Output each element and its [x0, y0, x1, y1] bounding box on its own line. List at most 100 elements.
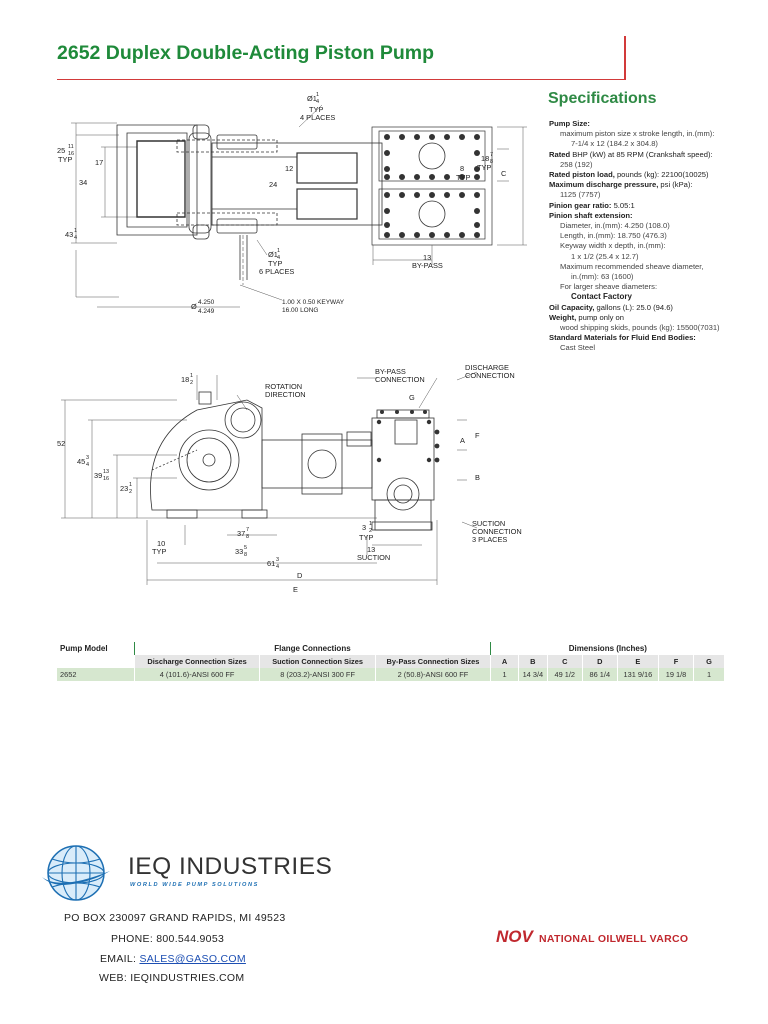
- pump-side-view-drawing: 18 1 2 ROTATION DIRECTION BY-PASS CONNEC…: [57, 363, 522, 594]
- row-a: 1: [490, 668, 519, 681]
- shaft-length: Length, in.(mm): 18.750 (476.3): [560, 231, 667, 241]
- header-rule-vertical: [624, 36, 626, 80]
- dim-23-den: 2: [129, 489, 132, 495]
- piston-load-desc: pounds (kg): 22100(10025): [614, 170, 709, 180]
- dim-43-label: 43: [65, 230, 73, 239]
- gear-ratio-label: Pinion gear ratio:: [549, 200, 612, 210]
- oil-capacity-desc: gallons (L): 25.0 (94.6): [594, 302, 673, 312]
- shaft-dia-symbol: Ø: [191, 302, 197, 311]
- bolt-bot-num: 1: [277, 248, 280, 254]
- pump-size-desc: maximum piston size x stroke length, in.…: [560, 129, 715, 139]
- col-e: E: [617, 655, 660, 668]
- bypass-connection-label-2: CONNECTION: [375, 375, 425, 384]
- dim-37-label: 37: [237, 529, 245, 538]
- col-discharge-size: Discharge Connection Sizes: [133, 655, 261, 668]
- col-f: F: [658, 655, 695, 668]
- dim-3-den: 2: [369, 528, 372, 534]
- shaft-extension-label: Pinion shaft extension:: [549, 210, 633, 220]
- pump-model-header: Pump Model: [60, 644, 108, 653]
- col-d: D: [582, 655, 618, 668]
- suction-label: SUCTION: [357, 553, 390, 562]
- row-d: 86 1/4: [582, 668, 618, 681]
- dim-39-den: 16: [103, 476, 109, 482]
- bolt-bot-places: 6 PLACES: [259, 267, 294, 276]
- table-row: 2652 4 (101.6)-ANSI 600 FF 8 (203.2)-ANS…: [57, 668, 725, 681]
- email-link[interactable]: SALES@GASO.COM: [139, 953, 246, 965]
- col-c: C: [547, 655, 583, 668]
- dim-33-den: 8: [244, 552, 247, 558]
- dim-12-label: 12: [285, 164, 293, 173]
- specifications-heading: Specifications: [548, 90, 657, 107]
- row-f: 19 1/8: [658, 668, 695, 681]
- dim-25-num: 11: [68, 144, 74, 150]
- dim-b-label: B: [475, 473, 480, 482]
- sheave-value: in.(mm): 63 (1600): [571, 272, 634, 282]
- dim-e-label: E: [293, 585, 298, 594]
- oil-capacity-label: Oil Capacity,: [549, 302, 595, 312]
- dim-45-label: 45: [77, 457, 85, 466]
- row-g: 1: [693, 668, 725, 681]
- dim-17-label: 17: [95, 158, 103, 167]
- weight-value: wood shipping skids, pounds (kg): 15500(…: [560, 323, 720, 333]
- keyway-label-1: 1.00 X 0.50 KEYWAY: [282, 299, 345, 306]
- rotation-label-1: ROTATION: [265, 382, 302, 391]
- col-b: B: [518, 655, 548, 668]
- side-dim-18-den: 2: [190, 380, 193, 386]
- pump-size-label: Pump Size:: [549, 119, 590, 128]
- bolt-bot-typ: TYP: [268, 259, 282, 268]
- bolt-top-typ: TYP: [309, 105, 323, 114]
- bolt-top-den: 4: [316, 99, 319, 105]
- dim-61-den: 4: [276, 564, 279, 570]
- company-tagline: WORLD WIDE PUMP SOLUTIONS: [130, 882, 259, 888]
- footer-email: EMAIL: SALES@GASO.COM: [100, 953, 246, 965]
- footer-phone: PHONE: 800.544.9053: [111, 933, 225, 945]
- discharge-pressure-desc: psi (kPa):: [658, 180, 693, 190]
- dim-18-den: 8: [490, 159, 493, 165]
- col-bypass-size: By-Pass Connection Sizes: [375, 655, 492, 668]
- dim-43-num: 1: [74, 228, 77, 234]
- dim-37-num: 7: [246, 527, 249, 533]
- bolt-top-num: 1: [316, 92, 319, 98]
- discharge-pressure-label: Maximum discharge pressure,: [549, 180, 659, 190]
- contact-factory: Contact Factory: [571, 292, 632, 302]
- side-dim-18-label: 18: [181, 375, 189, 384]
- rotation-label-2: DIRECTION: [265, 390, 306, 399]
- nov-company-name: NATIONAL OILWELL VARCO: [539, 933, 689, 945]
- dim-52-label: 52: [57, 439, 65, 448]
- dim-8-label: 8: [460, 164, 464, 173]
- row-discharge-size: 4 (101.6)-ANSI 600 FF: [133, 668, 261, 681]
- dim-61-num: 3: [276, 557, 279, 563]
- bolt-bot-den: 4: [277, 255, 280, 261]
- dim-3-label: 3: [362, 523, 366, 532]
- shaft-dia-2: 4.249: [198, 308, 215, 315]
- dim-33-num: 5: [244, 545, 247, 551]
- dim-45-num: 3: [86, 455, 89, 461]
- discharge-pressure-value: 1125 (7757): [560, 190, 601, 200]
- globe-logo-icon: [42, 845, 110, 901]
- dim-43-den: 4: [74, 235, 77, 241]
- bolt-top-label: Ø1: [307, 94, 317, 103]
- row-e: 131 9/16: [617, 668, 660, 681]
- dim-d-label: D: [297, 571, 302, 580]
- dim-23-num: 1: [129, 482, 132, 488]
- col-suction-size: Suction Connection Sizes: [259, 655, 376, 668]
- dim-61-label: 61: [267, 559, 275, 568]
- row-c: 49 1/2: [547, 668, 583, 681]
- suction-dim: 13: [367, 545, 375, 554]
- dim-3-num: 1: [369, 521, 372, 527]
- dim-33-label: 33: [235, 547, 243, 556]
- header-rule-horizontal: [57, 79, 625, 80]
- suction-connection-label-1: SUCTION: [472, 519, 505, 528]
- page-title: 2652 Duplex Double-Acting Piston Pump: [57, 42, 435, 64]
- rated-bhp-desc: BHP (kW) at 85 RPM (Crankshaft speed):: [570, 149, 713, 159]
- row-b: 14 3/4: [518, 668, 548, 681]
- shaft-diameter: Diameter, in.(mm): 4.250 (108.0): [560, 221, 670, 231]
- rated-bhp-value: 258 (192): [560, 159, 593, 169]
- dim-10-label: 10: [157, 539, 165, 548]
- materials-value: Cast Steel: [560, 343, 596, 353]
- flange-connections-header: Flange Connections: [133, 642, 491, 655]
- weight-label: Weight,: [549, 312, 577, 322]
- suction-connection-label-2: CONNECTION: [472, 527, 522, 536]
- dim-18-label: 18: [481, 154, 489, 163]
- footer-web: WEB: IEQINDUSTRIES.COM: [99, 972, 245, 984]
